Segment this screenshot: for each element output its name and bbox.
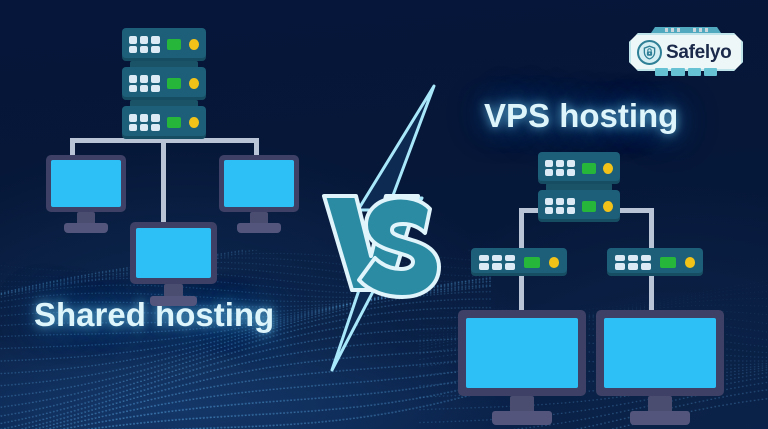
monitor-base (64, 223, 108, 233)
server-amber-led (548, 256, 560, 268)
server-green-led (524, 256, 540, 268)
monitor-base (492, 411, 552, 425)
monitor-base (237, 223, 281, 233)
vps-client-monitor (596, 310, 724, 429)
server-amber-led (189, 39, 199, 50)
server-amber-led (684, 256, 696, 268)
server-amber-led (189, 78, 199, 89)
server-amber-led (602, 162, 613, 174)
server-dot-grid (129, 36, 160, 53)
monitor-screen (136, 228, 211, 278)
vps-wire-drop-left (519, 208, 524, 250)
server-green-led (660, 256, 676, 268)
vps-virtual-server-unit (471, 248, 567, 276)
monitor-screen (51, 160, 121, 207)
vps-hosting-title: VPS hosting (484, 97, 679, 134)
server-green-led (166, 78, 182, 89)
versus-badge (312, 78, 448, 378)
monitor-screen (224, 160, 294, 207)
vps-virtual-server-unit (607, 248, 703, 276)
logo-top-accent (651, 27, 721, 33)
server-dot-grid (479, 254, 516, 270)
server-green-led (166, 117, 182, 128)
logo-bottom-accent (655, 68, 717, 76)
shield-lock-icon (637, 39, 662, 65)
server-dot-grid (545, 198, 576, 214)
vps-host-server-unit (538, 190, 620, 222)
server-green-led (582, 162, 596, 174)
server-dot-grid (545, 160, 576, 176)
vps-client-monitor (458, 310, 586, 429)
client-monitor (46, 155, 126, 233)
client-monitor (219, 155, 299, 233)
vps-wire-drop-right (649, 208, 654, 250)
client-monitor (130, 222, 217, 306)
server-dot-grid (129, 114, 160, 131)
vps-host-server-unit (538, 152, 620, 184)
monitor-base (630, 411, 690, 425)
shared-server-unit (122, 106, 206, 139)
versus-letters (322, 194, 441, 299)
server-green-led (582, 200, 596, 212)
shared-server-unit (122, 67, 206, 100)
logo-plate: Safelyo (629, 33, 743, 71)
server-dot-grid (615, 254, 652, 270)
monitor-screen (466, 318, 578, 388)
monitor-screen (604, 318, 716, 388)
logo-wordmark: Safelyo (666, 41, 732, 63)
shared-server-unit (122, 28, 206, 61)
brand-logo[interactable]: Safelyo (621, 26, 751, 79)
server-dot-grid (129, 75, 160, 92)
server-amber-led (189, 117, 199, 128)
server-green-led (166, 39, 182, 50)
server-amber-led (602, 200, 613, 212)
monitor-base (150, 296, 197, 306)
